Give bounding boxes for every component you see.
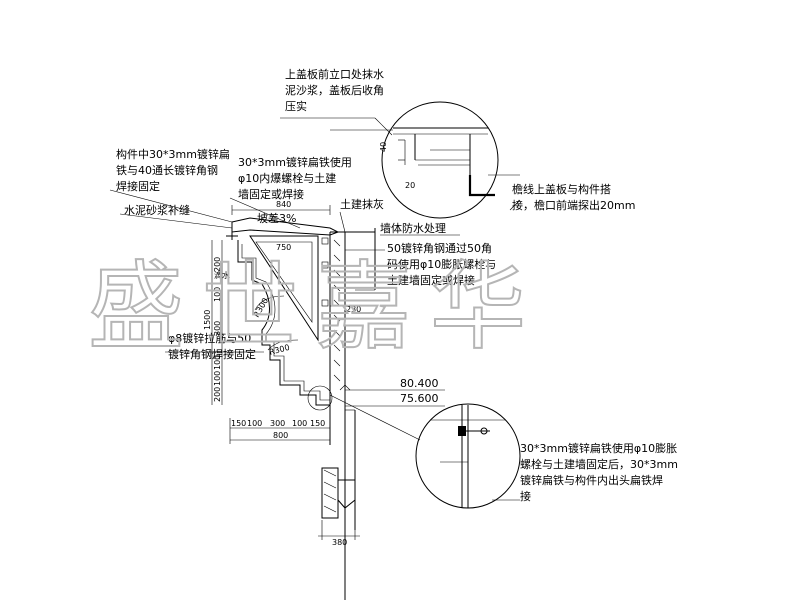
note-angle-l3: 土建墙固定或焊接 xyxy=(387,273,475,287)
note-rebar-l1: φ8镀锌拉筋与50 xyxy=(168,331,251,345)
elevation-upper: 80.400 xyxy=(400,377,439,390)
dim-left-300: 300 xyxy=(213,321,222,336)
bottom-detail-circle xyxy=(329,394,521,509)
watermark: 盛世嘉华 xyxy=(88,251,544,363)
dim-wall-380: 380 xyxy=(332,538,347,547)
note-top-l1: 上盖板前立口处抹水 xyxy=(285,67,384,81)
note-flatbar-l3: 墙固定或焊接 xyxy=(238,187,304,201)
dim-750: 750 xyxy=(276,243,291,252)
top-detail-circle: 40 20 xyxy=(330,101,520,219)
dim-b-800: 800 xyxy=(273,431,288,440)
dim-left-100b: 100 xyxy=(213,355,222,370)
note-bottom-l2: 螺栓与土建墙固定后，30*3mm xyxy=(520,457,678,471)
note-top-l2: 泥沙浆，盖板后收角 xyxy=(285,83,384,97)
note-waterproof: 墙体防水处理 xyxy=(380,221,446,235)
note-bottom-l3: 镀锌扁铁与构件内出头扁铁焊 xyxy=(520,473,663,487)
dim-left-100c: 100 xyxy=(213,371,222,386)
note-plaster: 土建抹灰 xyxy=(340,197,384,211)
note-component-l1: 构件中30*3mm镀锌扁 xyxy=(116,147,230,161)
note-angle-l1: 50镀锌角钢通过50角 xyxy=(387,241,492,255)
note-angle-l2: 码使用φ10膨胀螺栓与 xyxy=(387,257,496,271)
note-top-l3: 压实 xyxy=(285,99,307,113)
dim-detail-20: 20 xyxy=(405,181,415,190)
note-bottom-l1: 30*3mm镀锌扁铁使用φ10膨胀 xyxy=(520,441,677,455)
dim-230: 230 xyxy=(346,305,361,314)
note-slope: 坡差3% xyxy=(257,211,296,225)
annotation-texts: 上盖板前立口处抹水 泥沙浆，盖板后收角 压实 构件中30*3mm镀锌扁 铁与40… xyxy=(116,67,678,503)
leader-lines xyxy=(109,189,521,353)
note-cornice-l1: 檐线上盖板与构件搭 xyxy=(512,182,611,196)
dim-left-200: 200 xyxy=(213,257,222,272)
elevation-marks: 80.400 75.600 xyxy=(339,377,445,407)
elevation-lower: 75.600 xyxy=(400,392,439,405)
dim-b-100b: 100 xyxy=(292,419,307,428)
note-flatbar-l2: φ10内爆螺栓与土建 xyxy=(238,171,336,185)
note-cement: 水泥砂浆补缝 xyxy=(124,203,190,217)
dim-840: 840 xyxy=(276,200,291,209)
dim-b-100a: 100 xyxy=(247,419,262,428)
note-flatbar-l1: 30*3mm镀锌扁铁使用 xyxy=(238,155,352,169)
note-rebar-l2: 镀锌角钢焊接固定 xyxy=(168,347,256,361)
dim-b-300: 300 xyxy=(270,419,285,428)
note-bottom-l4: 接 xyxy=(520,490,531,503)
dim-left-100: 100 xyxy=(213,287,222,302)
dim-detail-40: 40 xyxy=(379,142,388,152)
note-cornice-l2: 接，檐口前端探出20mm xyxy=(512,198,635,212)
dim-b-150a: 150 xyxy=(231,419,246,428)
cornice-section xyxy=(226,217,376,600)
lower-wall: 380 xyxy=(318,409,360,547)
dim-b-150b: 150 xyxy=(310,419,325,428)
note-component-l2: 铁与40通长镀锌角钢 xyxy=(116,163,218,177)
dim-left-1500: 1500 xyxy=(203,310,212,330)
note-component-l3: 焊接固定 xyxy=(116,179,160,193)
dim-left-200b: 200 xyxy=(213,387,222,402)
note-drip: 滴水 xyxy=(214,270,230,280)
